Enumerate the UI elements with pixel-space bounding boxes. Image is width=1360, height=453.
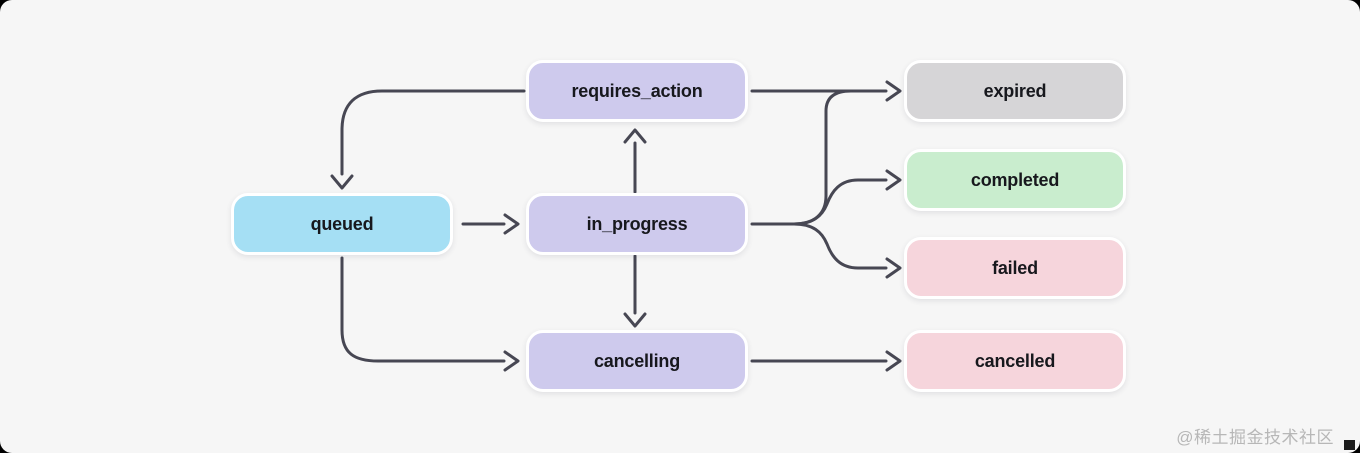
node-queued: queued xyxy=(231,193,453,255)
watermark-text: @稀土掘金技术社区 xyxy=(1176,428,1334,447)
arrowhead-into-in_progress xyxy=(503,213,520,235)
node-completed: completed xyxy=(904,149,1126,211)
node-expired-label: expired xyxy=(983,80,1047,101)
watermark-corner-mark xyxy=(1344,440,1355,450)
node-requires-action-label: requires_action xyxy=(571,80,703,101)
edge-in_progress-to-completed xyxy=(792,178,888,226)
arrowhead-into-cancelling-left xyxy=(503,350,520,372)
node-in-progress-label: in_progress xyxy=(586,213,688,234)
edge-requires_action-to-queued xyxy=(340,89,526,176)
arrowhead-into-queued xyxy=(330,174,354,190)
node-queued-label: queued xyxy=(310,213,374,234)
node-failed: failed xyxy=(904,237,1126,299)
edge-in_progress-to-expired xyxy=(750,89,853,226)
node-failed-label: failed xyxy=(992,257,1038,278)
arrowhead-into-cancelled xyxy=(885,350,902,372)
arrowhead-into-failed xyxy=(885,257,902,279)
node-in-progress: in_progress xyxy=(526,193,748,255)
arrowhead-into-requires_action xyxy=(623,128,647,144)
node-completed-label: completed xyxy=(970,169,1060,190)
edge-queued-to-cancelling xyxy=(340,256,506,363)
arrowhead-into-completed xyxy=(885,169,902,191)
arrowhead-into-cancelling-top xyxy=(623,312,647,328)
node-expired: expired xyxy=(904,60,1126,122)
node-requires-action: requires_action xyxy=(526,60,748,122)
node-cancelled: cancelled xyxy=(904,330,1126,392)
arrowhead-into-expired xyxy=(885,80,902,102)
node-cancelling: cancelling xyxy=(526,330,748,392)
edge-in_progress-to-failed xyxy=(792,222,888,270)
node-cancelled-label: cancelled xyxy=(974,350,1056,371)
node-cancelling-label: cancelling xyxy=(593,350,681,371)
